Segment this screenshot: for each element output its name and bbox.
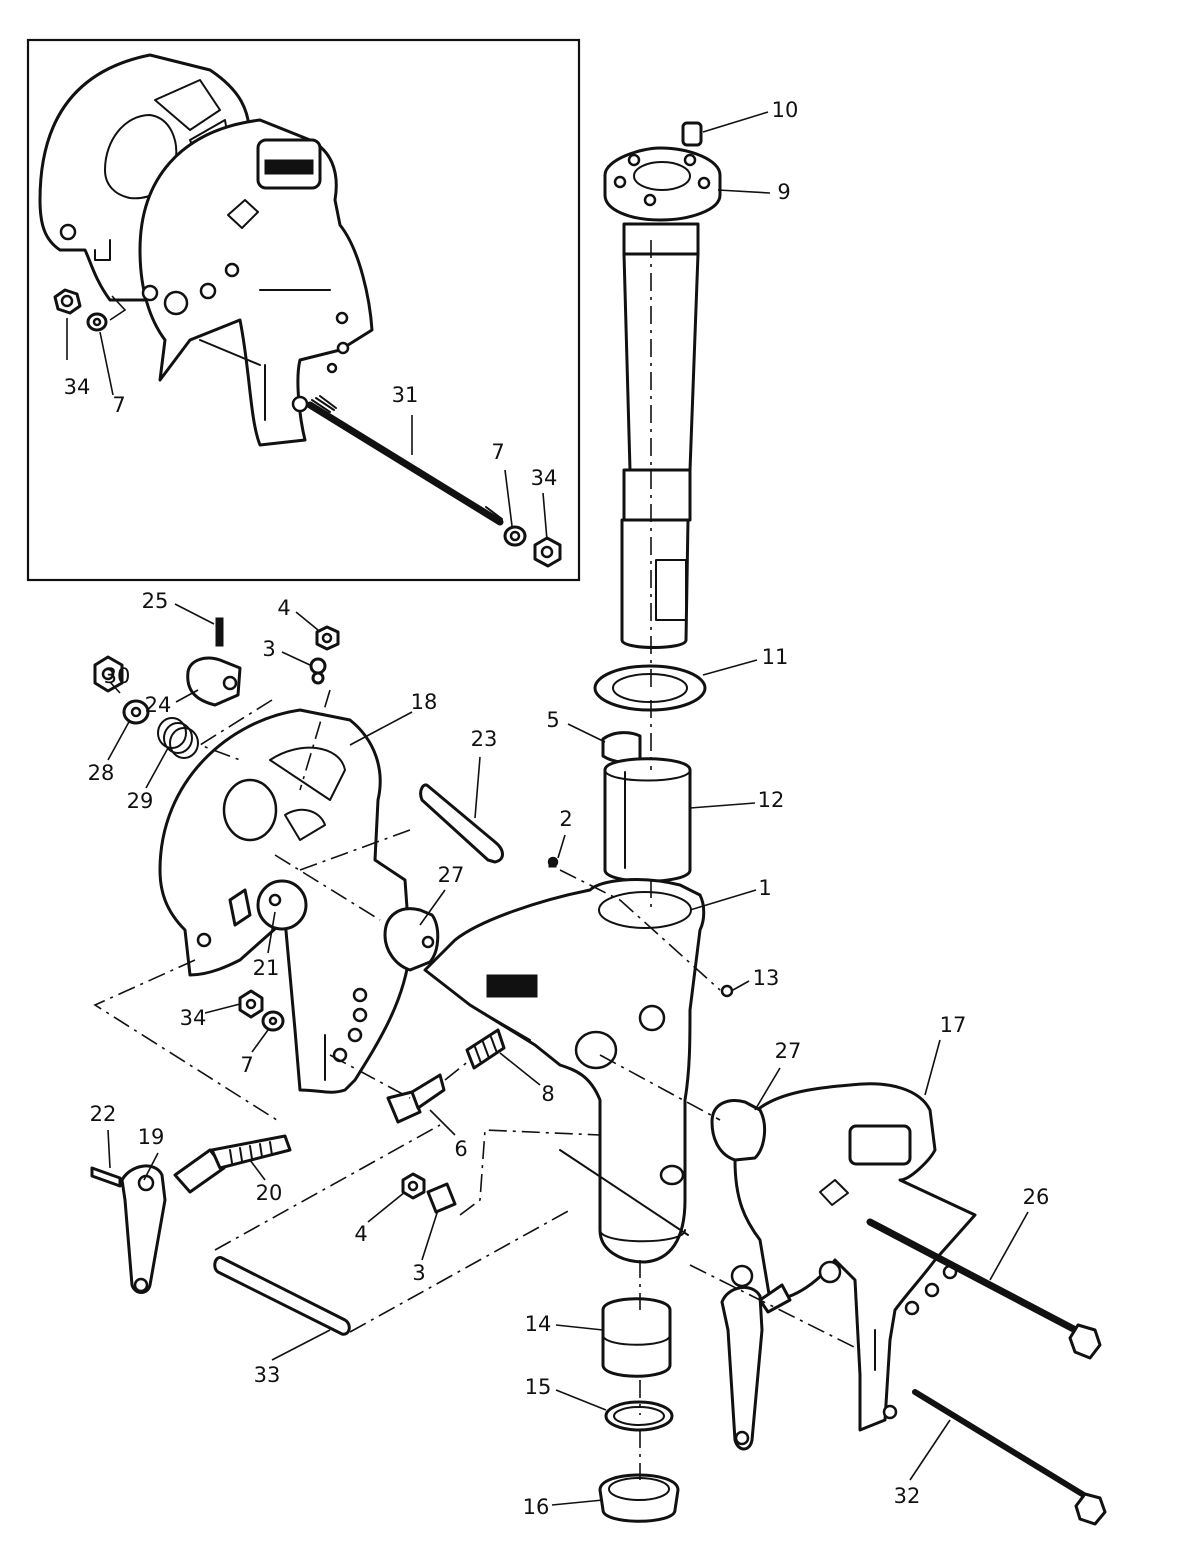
callout-5: 5 <box>546 708 559 732</box>
callout-2: 2 <box>559 807 572 831</box>
callout-29: 29 <box>127 789 154 813</box>
callout-32: 32 <box>894 1484 921 1508</box>
callout-33: 33 <box>254 1363 281 1387</box>
callout-16: 16 <box>523 1495 550 1519</box>
callout-7-inset-left: 7 <box>112 393 125 417</box>
callout-4-bottom: 4 <box>354 1222 367 1246</box>
callout-4-top: 4 <box>277 596 290 620</box>
callout-11: 11 <box>762 645 789 669</box>
callout-34-inset-right: 34 <box>531 466 558 490</box>
callout-22: 22 <box>90 1102 117 1126</box>
small-hardware <box>90 617 1107 1526</box>
callout-30: 30 <box>104 664 131 688</box>
callout-26: 26 <box>1023 1185 1050 1209</box>
callout-3-bottom: 3 <box>412 1261 425 1285</box>
callout-27-left: 27 <box>438 863 465 887</box>
left-clamp-bracket <box>158 708 412 1094</box>
callout-28: 28 <box>88 761 115 785</box>
callout-15: 15 <box>525 1375 552 1399</box>
callout-7-inset-right: 7 <box>491 440 504 464</box>
callout-24: 24 <box>145 693 172 717</box>
callout-25: 25 <box>142 589 169 613</box>
callout-27-right: 27 <box>775 1039 802 1063</box>
assembly-lines <box>93 240 861 1480</box>
callout-34-inset-left: 34 <box>64 375 91 399</box>
callout-31: 31 <box>392 383 419 407</box>
callout-14: 14 <box>525 1312 552 1336</box>
callout-9: 9 <box>777 180 790 204</box>
callout-12: 12 <box>758 788 785 812</box>
steering-arm-shaft <box>603 121 722 649</box>
callout-leaders <box>107 111 1029 1506</box>
callout-18: 18 <box>411 690 438 714</box>
callout-17: 17 <box>940 1013 967 1037</box>
swivel-bracket <box>423 856 734 1264</box>
lower-bushings <box>598 1297 680 1523</box>
callout-23: 23 <box>471 727 498 751</box>
callout-7-mid: 7 <box>240 1053 253 1077</box>
callout-6: 6 <box>454 1137 467 1161</box>
callout-21: 21 <box>253 956 280 980</box>
callout-13: 13 <box>753 966 780 990</box>
callout-3-top: 3 <box>262 637 275 661</box>
callout-1: 1 <box>758 876 771 900</box>
callout-19: 19 <box>138 1125 165 1149</box>
bushings-and-washer <box>593 664 707 883</box>
callout-34-mid: 34 <box>180 1006 207 1030</box>
callout-20: 20 <box>256 1181 283 1205</box>
callout-10: 10 <box>772 98 799 122</box>
callout-8: 8 <box>541 1082 554 1106</box>
inset-detail <box>26 38 581 582</box>
